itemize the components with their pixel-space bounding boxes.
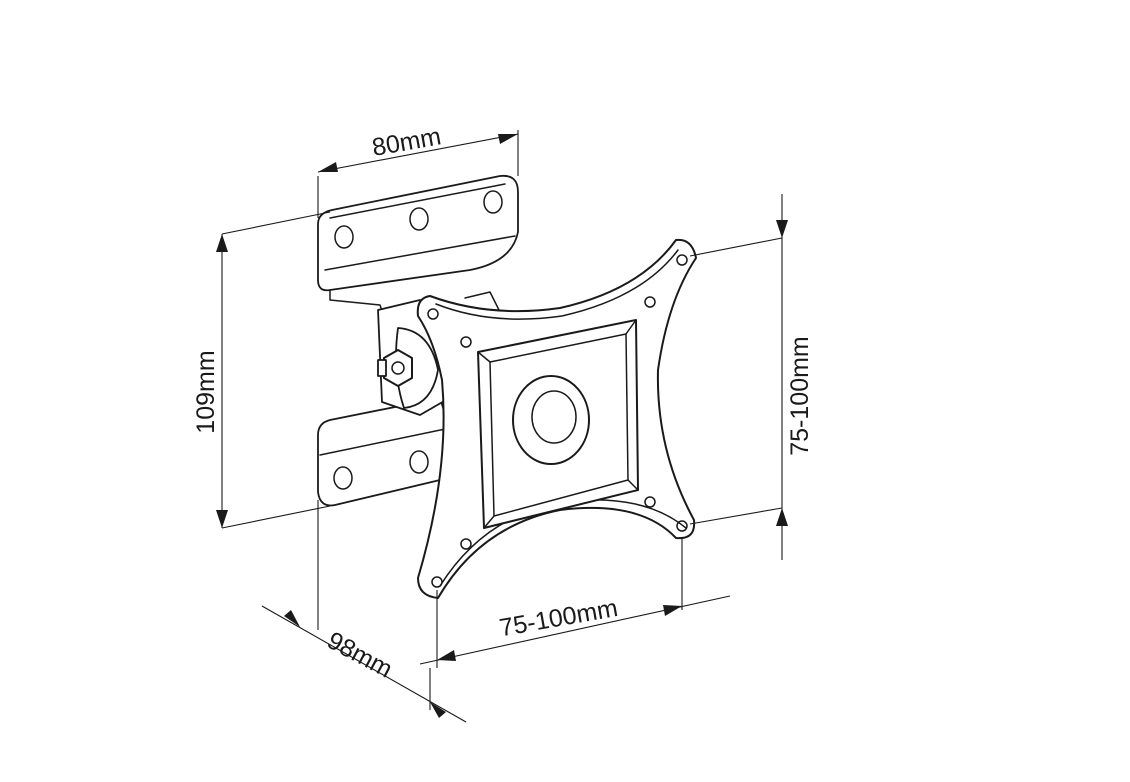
vesa-hole-75 (460, 538, 472, 550)
vesa-plate (416, 238, 697, 599)
vesa-hole-100 (427, 308, 439, 320)
vesa-hole-75 (460, 336, 472, 348)
wall-plate-bottom-flange (317, 397, 451, 507)
dimension-label-height: 109mm (192, 350, 220, 433)
dimension-vesa-vertical: 75-100mm (689, 194, 814, 560)
wall-plate (317, 174, 519, 507)
dimension-label-depth: 98mm (323, 626, 397, 683)
center-hub-outer (512, 375, 590, 465)
dimension-height: 109mm (192, 211, 331, 529)
wall-plate-hole (334, 225, 354, 249)
wall-plate-hole (483, 190, 503, 214)
vesa-hole-75 (644, 296, 656, 308)
wall-plate-hole (409, 207, 429, 231)
center-hub-inner (531, 390, 577, 444)
dimension-label-top-width: 80mm (370, 122, 443, 162)
dimension-label-vesa-vertical: 75-100mm (786, 336, 814, 456)
vesa-hole-100 (676, 520, 688, 532)
vesa-hole-100 (676, 254, 688, 266)
wall-plate-hole (409, 450, 429, 474)
hinge-nut (383, 349, 413, 387)
dimension-label-vesa-horizontal: 75-100mm (497, 594, 620, 642)
vesa-hole-100 (431, 576, 443, 588)
vesa-hole-75 (644, 496, 656, 508)
wall-plate-hole (333, 466, 353, 490)
